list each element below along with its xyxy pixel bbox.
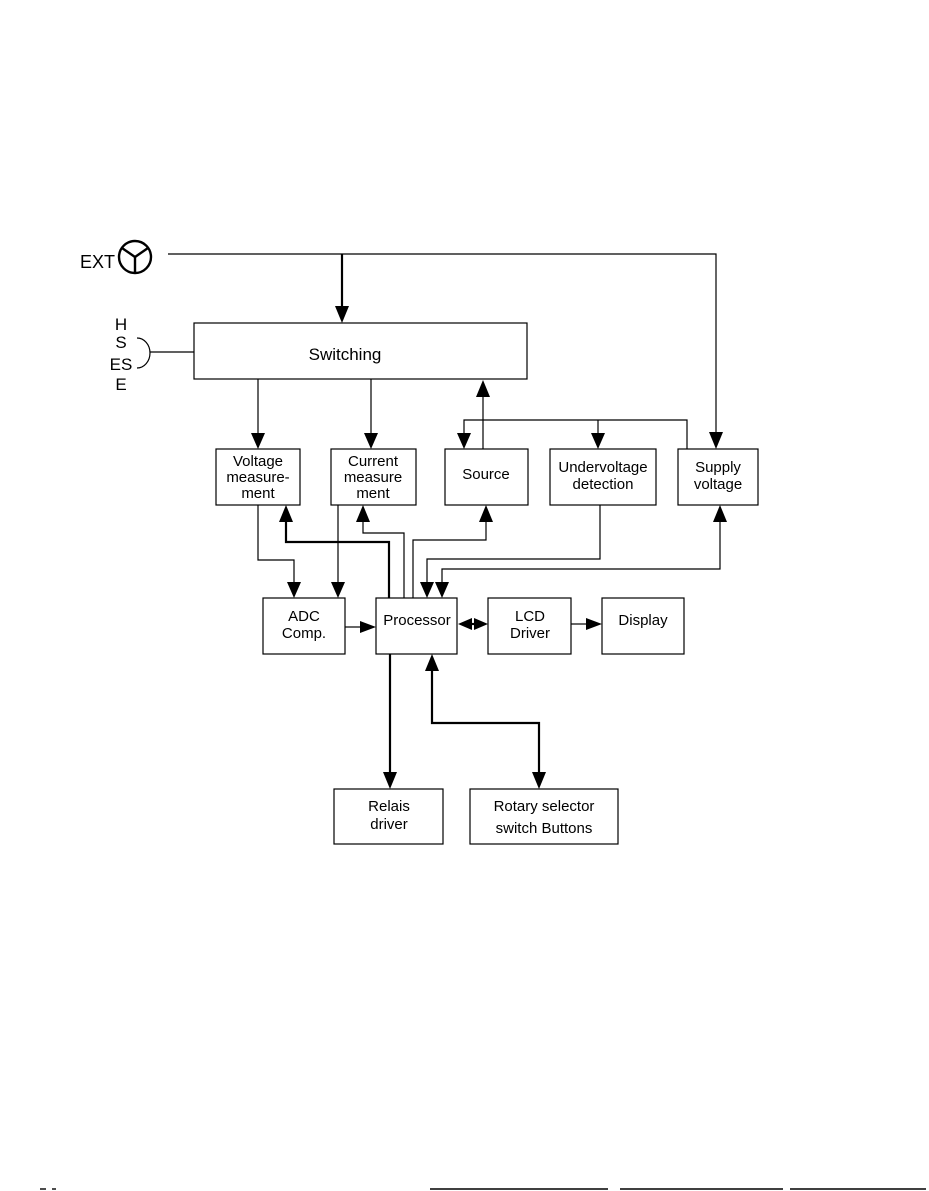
arrow-to-rotary bbox=[532, 772, 546, 789]
lcd-driver-line1: LCD bbox=[515, 608, 545, 625]
switch-position-h: H bbox=[115, 315, 127, 334]
voltage-measurement-line2: measure- bbox=[226, 469, 289, 486]
arrow-to-current bbox=[364, 433, 378, 449]
supply-voltage-line1: Supply bbox=[695, 459, 741, 476]
supply-processor-line bbox=[442, 521, 720, 582]
lcd-driver-line2: Driver bbox=[510, 625, 550, 642]
switch-position-e: E bbox=[115, 375, 126, 394]
selector-arc bbox=[137, 338, 150, 368]
arrow-to-adc-from-voltage bbox=[287, 582, 301, 598]
current-measurement-line2: measure bbox=[344, 469, 402, 486]
supply-distribution-line bbox=[464, 420, 687, 449]
display-label: Display bbox=[618, 612, 668, 629]
switch-position-s: S bbox=[115, 333, 126, 352]
arrow-to-source-from-processor bbox=[479, 505, 493, 522]
arrow-to-source bbox=[457, 433, 471, 449]
arrow-to-switching-from-source bbox=[476, 380, 490, 397]
rotary-selector-line2: switch Buttons bbox=[496, 820, 593, 837]
switch-position-es: ES bbox=[110, 355, 133, 374]
current-measurement-line1: Current bbox=[348, 453, 399, 470]
supply-voltage-line2: voltage bbox=[694, 476, 742, 493]
relais-driver-line2: driver bbox=[370, 816, 408, 833]
arrow-to-display bbox=[586, 618, 602, 630]
processor-rotary-line bbox=[432, 670, 539, 772]
undervoltage-line1: Undervoltage bbox=[558, 459, 647, 476]
relais-driver-line1: Relais bbox=[368, 798, 410, 815]
arrow-to-processor-from-rotary bbox=[425, 654, 439, 671]
adc-comp-line2: Comp. bbox=[282, 625, 326, 642]
arrow-to-processor-from-undervoltage bbox=[420, 582, 434, 598]
undervoltage-processor-line bbox=[427, 505, 600, 582]
processor-current-line bbox=[363, 521, 404, 598]
source-label: Source bbox=[462, 466, 510, 483]
arrow-to-voltage-from-processor bbox=[279, 505, 293, 522]
arrow-to-processor-from-lcd bbox=[458, 618, 472, 630]
arrow-to-current-from-processor bbox=[356, 505, 370, 522]
arrow-to-adc-from-current bbox=[331, 582, 345, 598]
ext-label: EXT bbox=[80, 252, 115, 272]
undervoltage-line2: detection bbox=[573, 476, 634, 493]
voltage-measurement-line3: ment bbox=[241, 485, 275, 502]
voltage-measurement-line1: Voltage bbox=[233, 453, 283, 470]
arrow-to-supply bbox=[709, 432, 723, 449]
arrow-to-switching bbox=[335, 306, 349, 323]
arrow-to-lcd-from-processor bbox=[474, 618, 488, 630]
arrow-to-voltage bbox=[251, 433, 265, 449]
arrow-to-undervoltage bbox=[591, 433, 605, 449]
ext-connector-icon bbox=[119, 241, 151, 273]
switching-label: Switching bbox=[309, 345, 382, 364]
rotary-selector-line1: Rotary selector bbox=[494, 798, 595, 815]
arrow-to-processor-from-adc bbox=[360, 621, 376, 633]
arrow-to-processor-from-supply bbox=[435, 582, 449, 598]
adc-comp-line1: ADC bbox=[288, 608, 320, 625]
arrow-to-supply-from-processor bbox=[713, 505, 727, 522]
current-measurement-line3: ment bbox=[356, 485, 390, 502]
arrow-to-relais bbox=[383, 772, 397, 789]
processor-label: Processor bbox=[383, 612, 451, 629]
